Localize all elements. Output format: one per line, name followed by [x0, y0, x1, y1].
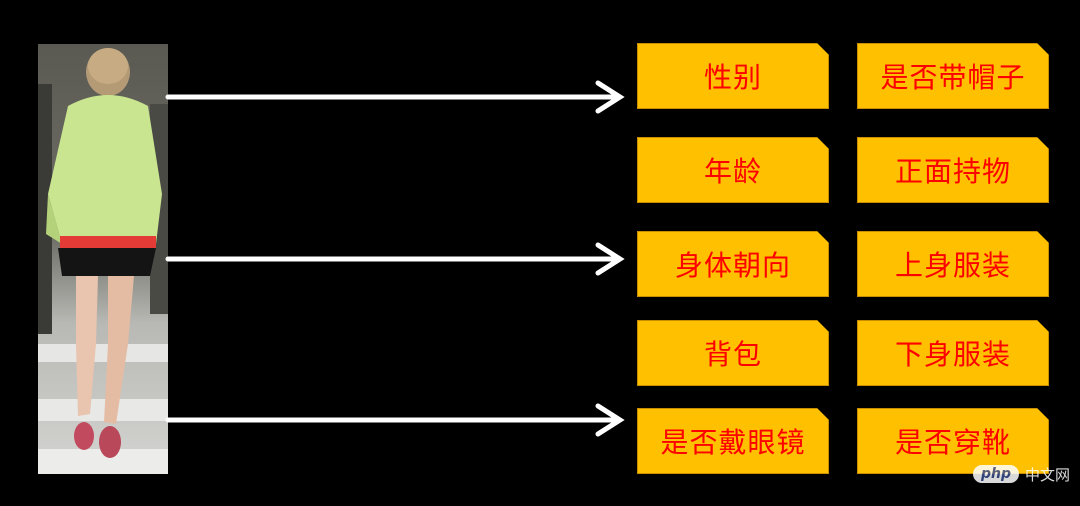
- attribute-label: 年龄: [703, 155, 762, 188]
- attribute-label: 是否带帽子: [880, 61, 1026, 94]
- attribute-label: 上身服装: [894, 249, 1011, 282]
- attribute-tag-front-holding: 正面持物: [857, 137, 1049, 203]
- arrow-middle: [165, 242, 625, 276]
- attribute-tag-upper-clothing: 上身服装: [857, 231, 1049, 297]
- attribute-tag-body-orientation: 身体朝向: [637, 231, 829, 297]
- watermark: php 中文网: [972, 462, 1070, 486]
- attribute-label: 是否戴眼镜: [660, 426, 806, 459]
- attribute-label: 身体朝向: [674, 249, 791, 282]
- attribute-tag-hat: 是否带帽子: [857, 43, 1049, 109]
- attribute-label: 正面持物: [894, 155, 1011, 188]
- arrow-bottom: [165, 403, 625, 437]
- watermark-text: 中文网: [1024, 465, 1070, 484]
- attribute-tag-backpack: 背包: [637, 320, 829, 386]
- attribute-tag-age: 年龄: [637, 137, 829, 203]
- attribute-tag-boots: 是否穿靴: [857, 408, 1049, 474]
- attribute-label: 性别: [703, 61, 762, 94]
- arrow-top: [165, 80, 625, 114]
- attribute-tag-gender: 性别: [637, 43, 829, 109]
- watermark-badge: php: [972, 465, 1019, 483]
- pedestrian-photo: [38, 44, 168, 474]
- attribute-label: 下身服装: [894, 338, 1011, 371]
- attribute-label: 是否穿靴: [894, 426, 1011, 459]
- attribute-tag-glasses: 是否戴眼镜: [637, 408, 829, 474]
- attribute-label: 背包: [703, 338, 762, 371]
- attribute-tag-lower-clothing: 下身服装: [857, 320, 1049, 386]
